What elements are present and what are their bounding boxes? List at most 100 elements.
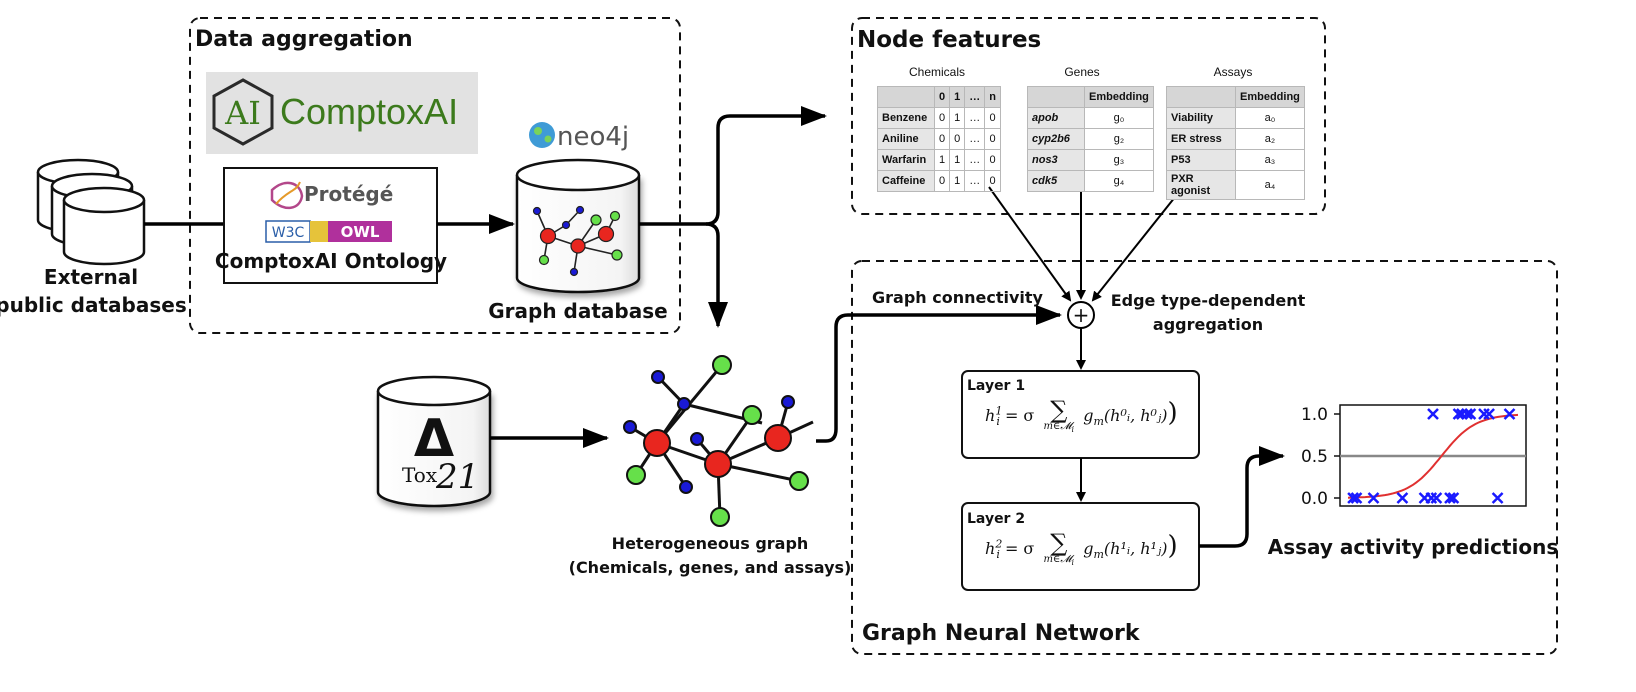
- layer1-eq-sum-icon: ∑: [1050, 396, 1068, 424]
- chart-point-marker: [1347, 492, 1359, 504]
- owl-label: OWL: [341, 223, 380, 241]
- chemicals-header-cell: …: [964, 86, 986, 108]
- external-db-label-line1: External: [44, 265, 138, 289]
- layer1-title: Layer 1: [967, 378, 1025, 394]
- heterogeneous-graph: [623, 355, 814, 527]
- chart-point-marker: [1396, 492, 1409, 504]
- chemicals-header-cell: 1: [949, 86, 966, 108]
- w3c-label: W3C: [272, 225, 305, 241]
- aggregation-label-line1: Edge type-dependent: [1111, 291, 1306, 310]
- layer1-eq-sigma: = σ: [1004, 406, 1035, 425]
- table-cell: g₄: [1084, 170, 1154, 192]
- external-databases-icon: [36, 158, 146, 266]
- row-header-cell: Viability: [1166, 107, 1236, 129]
- assays-header-cell: [1166, 86, 1236, 108]
- layer1-eq-close: ): [1167, 398, 1178, 428]
- tox21-database-cylinder: Δ Tox 21: [376, 375, 492, 508]
- chart-point-marker: [1430, 492, 1443, 504]
- graph-db-mini-nodes: [532, 205, 623, 277]
- layer1-eq-lhs-sub: i: [996, 415, 1000, 429]
- genes-table-title: Genes: [1064, 65, 1100, 79]
- assays-table-title: Assays: [1213, 65, 1253, 79]
- tox21-text: Tox: [402, 463, 438, 487]
- chart-point-marker: [1491, 492, 1504, 504]
- hetero-graph-nodes: [623, 355, 809, 527]
- row-header-cell: cdk5: [1027, 170, 1085, 192]
- assays-header-cell: Embedding: [1235, 86, 1305, 108]
- aggregation-label-line2: aggregation: [1153, 315, 1263, 334]
- table-cell: 1: [949, 107, 966, 129]
- node-features-group: [851, 17, 1326, 215]
- row-header-cell: ER stress: [1166, 128, 1236, 150]
- owl-cube-icon: [310, 221, 328, 242]
- table-cell: 0: [933, 170, 951, 192]
- graph-connectivity-label: Graph connectivity: [872, 288, 1044, 307]
- chart-point-marker: [1444, 492, 1456, 504]
- table-cell: 0: [984, 128, 1001, 150]
- table-cell: …: [964, 107, 986, 129]
- assays-header-row: Embedding: [1166, 86, 1305, 108]
- chemicals-header-cell: n: [984, 86, 1001, 108]
- tox21-number: 21: [435, 457, 479, 497]
- chart-point-marker: [1427, 408, 1439, 420]
- chart-y-tick-label: 0.0: [1301, 489, 1328, 509]
- table-cell: …: [964, 170, 986, 192]
- layer1-eq-sum-sub: m∈𝓜: [1043, 421, 1072, 432]
- table-cell: 1: [933, 149, 951, 171]
- table-cell: 0: [984, 149, 1001, 171]
- chart-point-marker: [1464, 408, 1477, 420]
- table-cell: …: [964, 128, 986, 150]
- table-cell: g₃: [1084, 149, 1154, 171]
- connector-graphdb-branch: [639, 106, 827, 226]
- comptoxai-logo-text: ComptoxAI: [280, 91, 458, 132]
- row-header-cell: P53: [1166, 149, 1236, 171]
- neo4j-dot-icon: [529, 122, 555, 148]
- predictions-label: Assay activity predictions: [1268, 535, 1558, 559]
- gnn-group: [851, 260, 1558, 655]
- layer1-eq-args: (h⁰ᵢ, h⁰ⱼ): [1103, 406, 1168, 425]
- chart-point-marker: [1367, 492, 1380, 504]
- layer2-equation: h2i = σ ∑ m∈𝓜i gm(h¹ᵢ, h¹ⱼ)): [985, 531, 1178, 567]
- w3c-owl-logo: W3C OWL: [265, 220, 392, 243]
- chemicals-header-cell: 0: [933, 86, 951, 108]
- table-cell: a₃: [1235, 149, 1305, 171]
- table-cell: 0: [984, 107, 1001, 129]
- table-cell: a₂: [1235, 128, 1305, 150]
- layer2-eq-lhs: h: [985, 539, 996, 558]
- graph-database-label: Graph database: [488, 299, 667, 323]
- chart-point-marker: [1452, 408, 1465, 420]
- layer1-eq-lhs-sup: 1: [995, 404, 1003, 418]
- neo4j-label: neo4j: [557, 122, 629, 152]
- layer2-eq-term: g: [1083, 539, 1094, 558]
- table-cell: 1: [949, 170, 966, 192]
- table-cell: 0: [933, 107, 951, 129]
- arrow-graphdb-to-hetero: [705, 222, 728, 328]
- layer2-eq-lhs-sup: 2: [995, 537, 1003, 551]
- layer2-eq-args: (h¹ᵢ, h¹ⱼ): [1103, 539, 1168, 558]
- data-aggregation-title: Data aggregation: [195, 27, 413, 52]
- table-cell: 0: [984, 170, 1001, 192]
- table-cell: 0: [949, 128, 966, 150]
- layer1-eq-sum-sub-i: i: [1071, 425, 1075, 434]
- row-header-cell: Aniline: [877, 128, 935, 150]
- chart-point-marker: [1447, 492, 1460, 504]
- layer1-eq-term-sub: m: [1093, 415, 1104, 429]
- chemicals-table-title: Chemicals: [908, 65, 965, 79]
- chart-y-tick-label: 0.5: [1301, 447, 1328, 467]
- layer2-eq-sum-sub: m∈𝓜: [1043, 554, 1072, 565]
- genes-header-cell: Embedding: [1084, 86, 1154, 108]
- layer2-eq-lhs-sub: i: [996, 548, 1000, 562]
